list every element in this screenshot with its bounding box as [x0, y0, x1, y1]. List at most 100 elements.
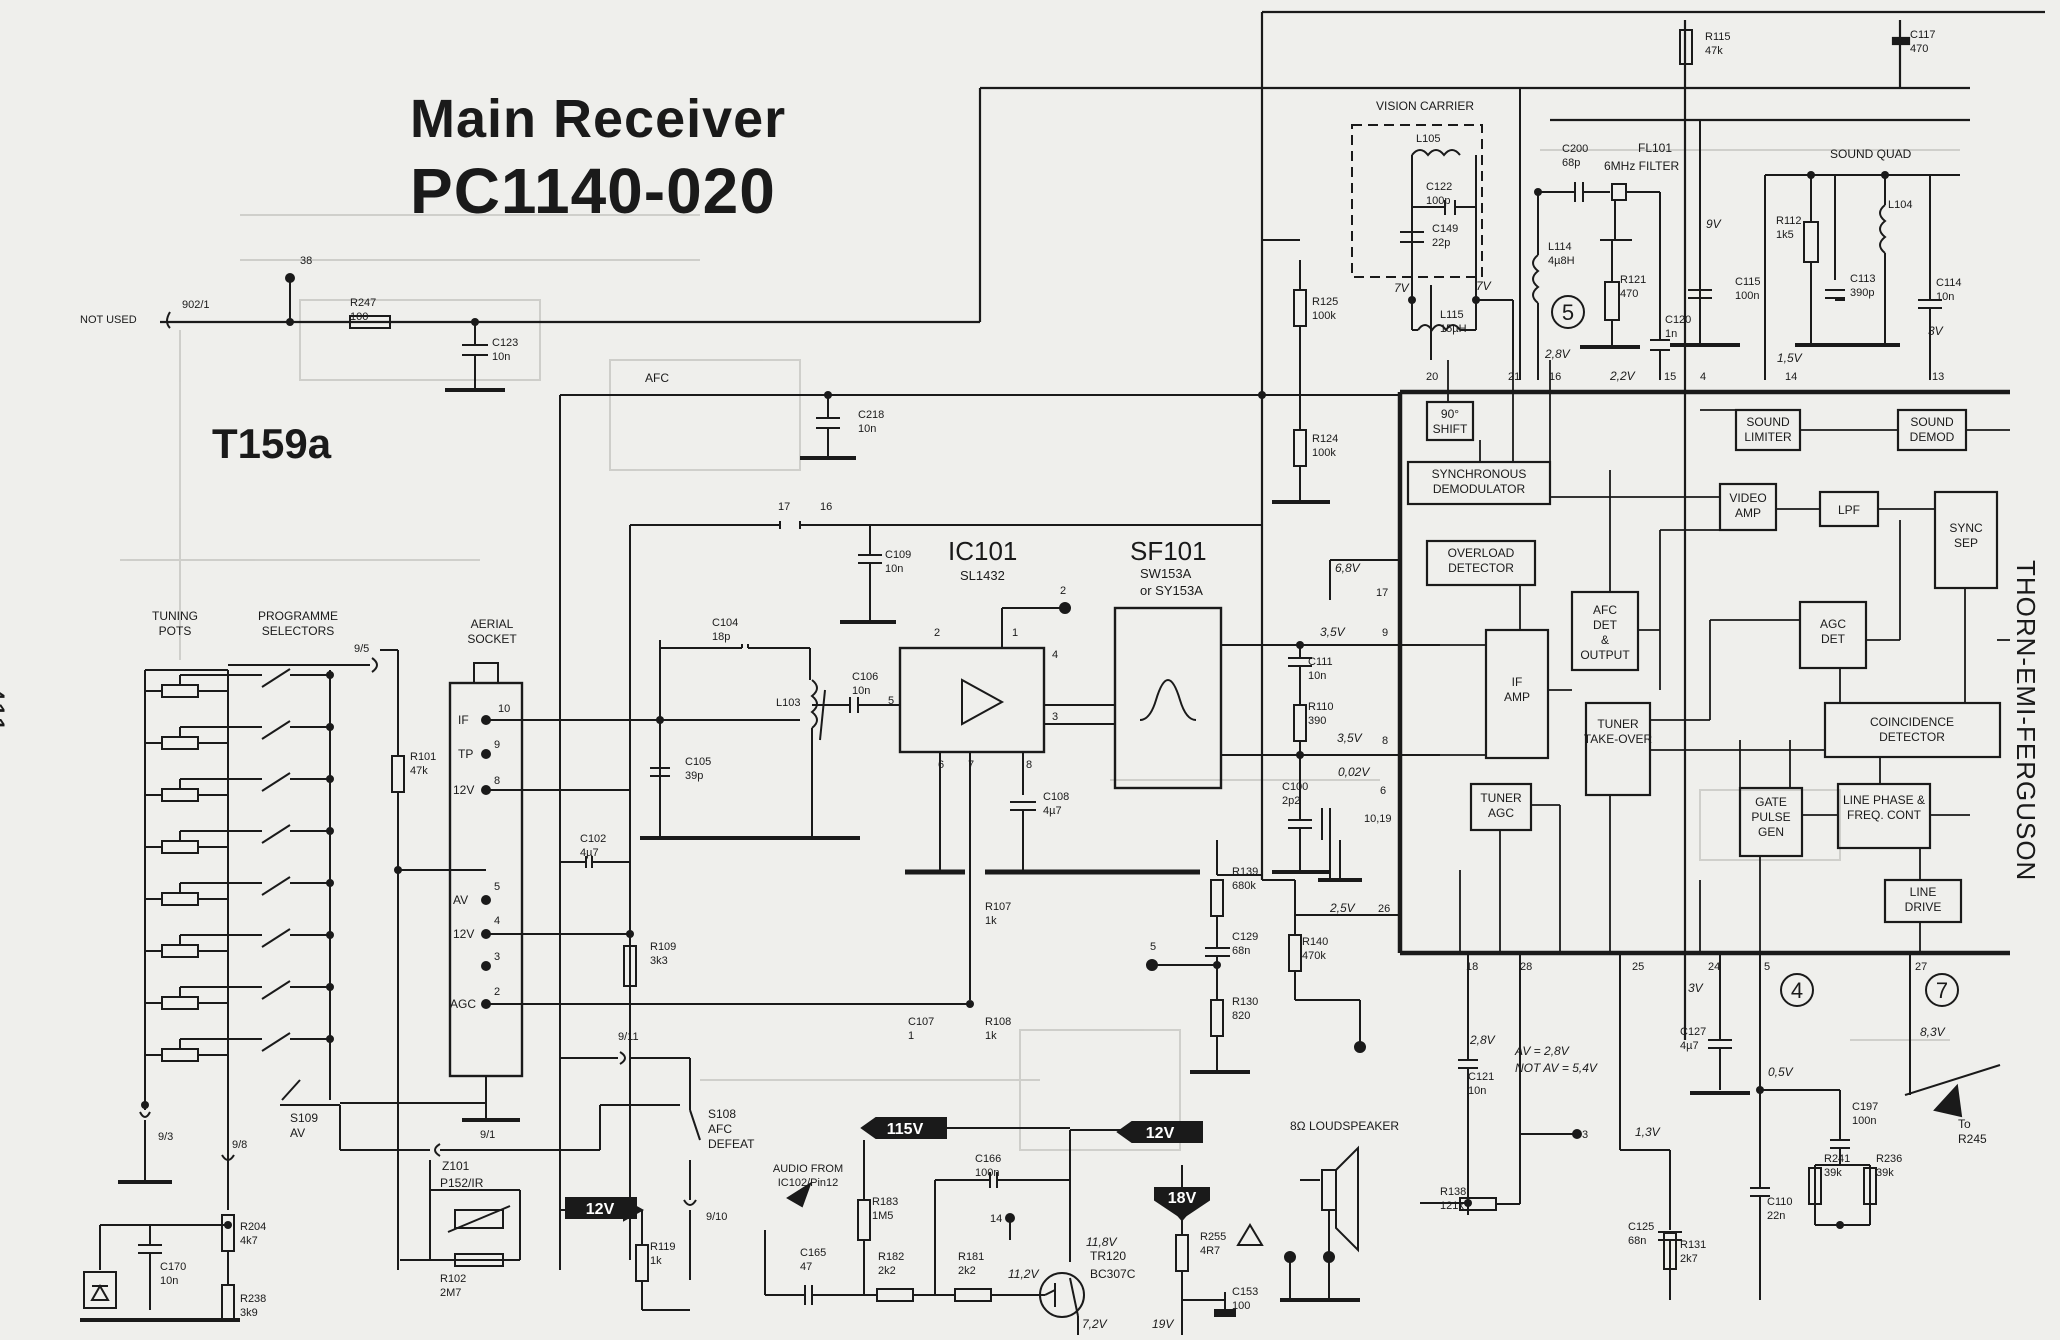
tuning-pot-8: [161, 1048, 199, 1062]
coincidence-block: [1823, 701, 2002, 759]
block-label-tuner_takeover: TAKE-OVER: [1584, 732, 1653, 746]
component-ref: R181: [958, 1251, 984, 1263]
av-note-1: AV = 2,8V: [1514, 1044, 1570, 1058]
tuning-pot-3: [326, 775, 334, 783]
component-value: 47k: [410, 765, 428, 777]
component-ref: R204: [240, 1221, 266, 1233]
block-label-lpf: LPF: [1838, 503, 1860, 517]
component-value: 470k: [1302, 950, 1326, 962]
tuning-pots: [80, 657, 701, 1322]
line-drive-block: [1883, 878, 1963, 924]
component-value: 100: [350, 311, 368, 323]
component-ref: C218: [858, 409, 884, 421]
block-label-tuner_agc: AGC: [1488, 806, 1514, 820]
tuning-pot-2: [326, 723, 334, 731]
component-value: 68p: [1562, 157, 1580, 169]
component-ref: R125: [1312, 296, 1338, 308]
pin-number: 13: [1932, 371, 1944, 383]
connector-label: 9/3: [158, 1131, 173, 1143]
to-r245-label: To: [1958, 1117, 1971, 1131]
component-ref: R182: [878, 1251, 904, 1263]
pin-number: 17: [778, 501, 790, 513]
block-label-afc_det: OUTPUT: [1580, 648, 1630, 662]
tuning-pot-3: [261, 772, 291, 792]
voltage-label: 0,5V: [1768, 1065, 1794, 1079]
agc-det-block: [1798, 600, 1868, 670]
large-ic-outline: [1397, 389, 2010, 956]
block-label-overload: DETECTOR: [1448, 561, 1514, 575]
aerial-pin-label: 12V: [453, 783, 474, 797]
component-ref: R102: [440, 1273, 466, 1285]
component-ref: C105: [685, 756, 711, 768]
voltage-label: 9V: [1706, 217, 1722, 231]
pin-number: 2: [1060, 585, 1066, 597]
block-label-line_phase: FREQ. CONT: [1847, 808, 1922, 822]
s108-label: AFC: [708, 1122, 732, 1136]
pin-number: 26: [1378, 903, 1390, 915]
pin-number: 24: [1708, 961, 1720, 973]
connector-label: 9/1: [480, 1129, 495, 1141]
block-label-if_amp: IF: [1512, 675, 1523, 689]
tuning-pot-6: [161, 944, 199, 958]
label-layer: 90°SHIFTSYNCHRONOUSDEMODULATOROVERLOADDE…: [80, 29, 1987, 1331]
gate-pulse-block: [1738, 786, 1804, 858]
s109-label: S109: [290, 1111, 318, 1125]
component-value: 100n: [1852, 1115, 1876, 1127]
pin-number: 14: [1785, 371, 1797, 383]
aerial-pin-label: AGC: [450, 997, 476, 1011]
component-value: 1k: [650, 1255, 662, 1267]
component-value: 22p: [1432, 237, 1450, 249]
tuning-pot-7: [326, 983, 334, 991]
voltage-label: 7,2V: [1082, 1317, 1108, 1331]
component-ref: C111: [1308, 656, 1333, 668]
pin-number: 3: [1582, 1129, 1588, 1141]
component-value: 22n: [1767, 1210, 1785, 1222]
component-value: 4µ7: [1680, 1040, 1699, 1052]
component-ref: C114: [1936, 277, 1961, 289]
component-ref: C115: [1735, 276, 1760, 288]
block-label-agc_det: AGC: [1820, 617, 1846, 631]
tuning-pot-5: [261, 876, 291, 896]
pin-number: 16: [820, 501, 832, 513]
component-value: 1k5: [1776, 229, 1794, 241]
component-value: 4µ8H: [1548, 255, 1575, 267]
aerial-pin-label: IF: [458, 713, 469, 727]
afc-det-block: [1570, 590, 1640, 672]
loudspeaker-label: 8Ω LOUDSPEAKER: [1290, 1119, 1399, 1133]
tuning-pot-7: [261, 980, 291, 1000]
component-value: 100k: [1312, 310, 1336, 322]
component-value: 4R7: [1200, 1245, 1220, 1257]
connector-label: 9/8: [232, 1139, 247, 1151]
component-value: 1k: [985, 1030, 997, 1042]
component-value: 100k: [1312, 447, 1336, 459]
overload-block: [1425, 539, 1537, 587]
component-ref: R140: [1302, 936, 1328, 948]
c111-column: [1262, 239, 1400, 874]
vision-carrier-label: VISION CARRIER: [1376, 99, 1474, 113]
component-ref: R119: [650, 1241, 675, 1253]
component-value: 68n: [1628, 1235, 1646, 1247]
tuning-pot-5: [161, 892, 199, 906]
connector-label: 902/1: [182, 299, 210, 311]
fl101-part: 6MHz FILTER: [1604, 159, 1679, 173]
aerial-socket-label: AERIAL: [471, 617, 514, 631]
test-point-5: [1551, 295, 1585, 329]
s109-label: AV: [290, 1126, 305, 1140]
block-label-shift90: 90°: [1441, 407, 1459, 421]
component-value: 47: [800, 1261, 812, 1273]
voltage-label: 2,8V: [1469, 1033, 1496, 1047]
connector-label: 9/5: [354, 643, 369, 655]
component-value: 390: [1308, 715, 1326, 727]
pin-number: 5: [1764, 961, 1770, 973]
test-point-4-label: 4: [1791, 978, 1803, 1003]
connector-label: 38: [300, 255, 312, 267]
pin-number: 27: [1915, 961, 1927, 973]
component-ref: R131: [1680, 1239, 1706, 1251]
block-label-afc_det: DET: [1593, 618, 1618, 632]
tuning-pot-8: [261, 1032, 291, 1052]
component-ref: C121: [1468, 1071, 1494, 1083]
component-value: 10n: [1308, 670, 1326, 682]
pin-number: 8: [1382, 735, 1388, 747]
component-ref: C197: [1852, 1101, 1878, 1113]
